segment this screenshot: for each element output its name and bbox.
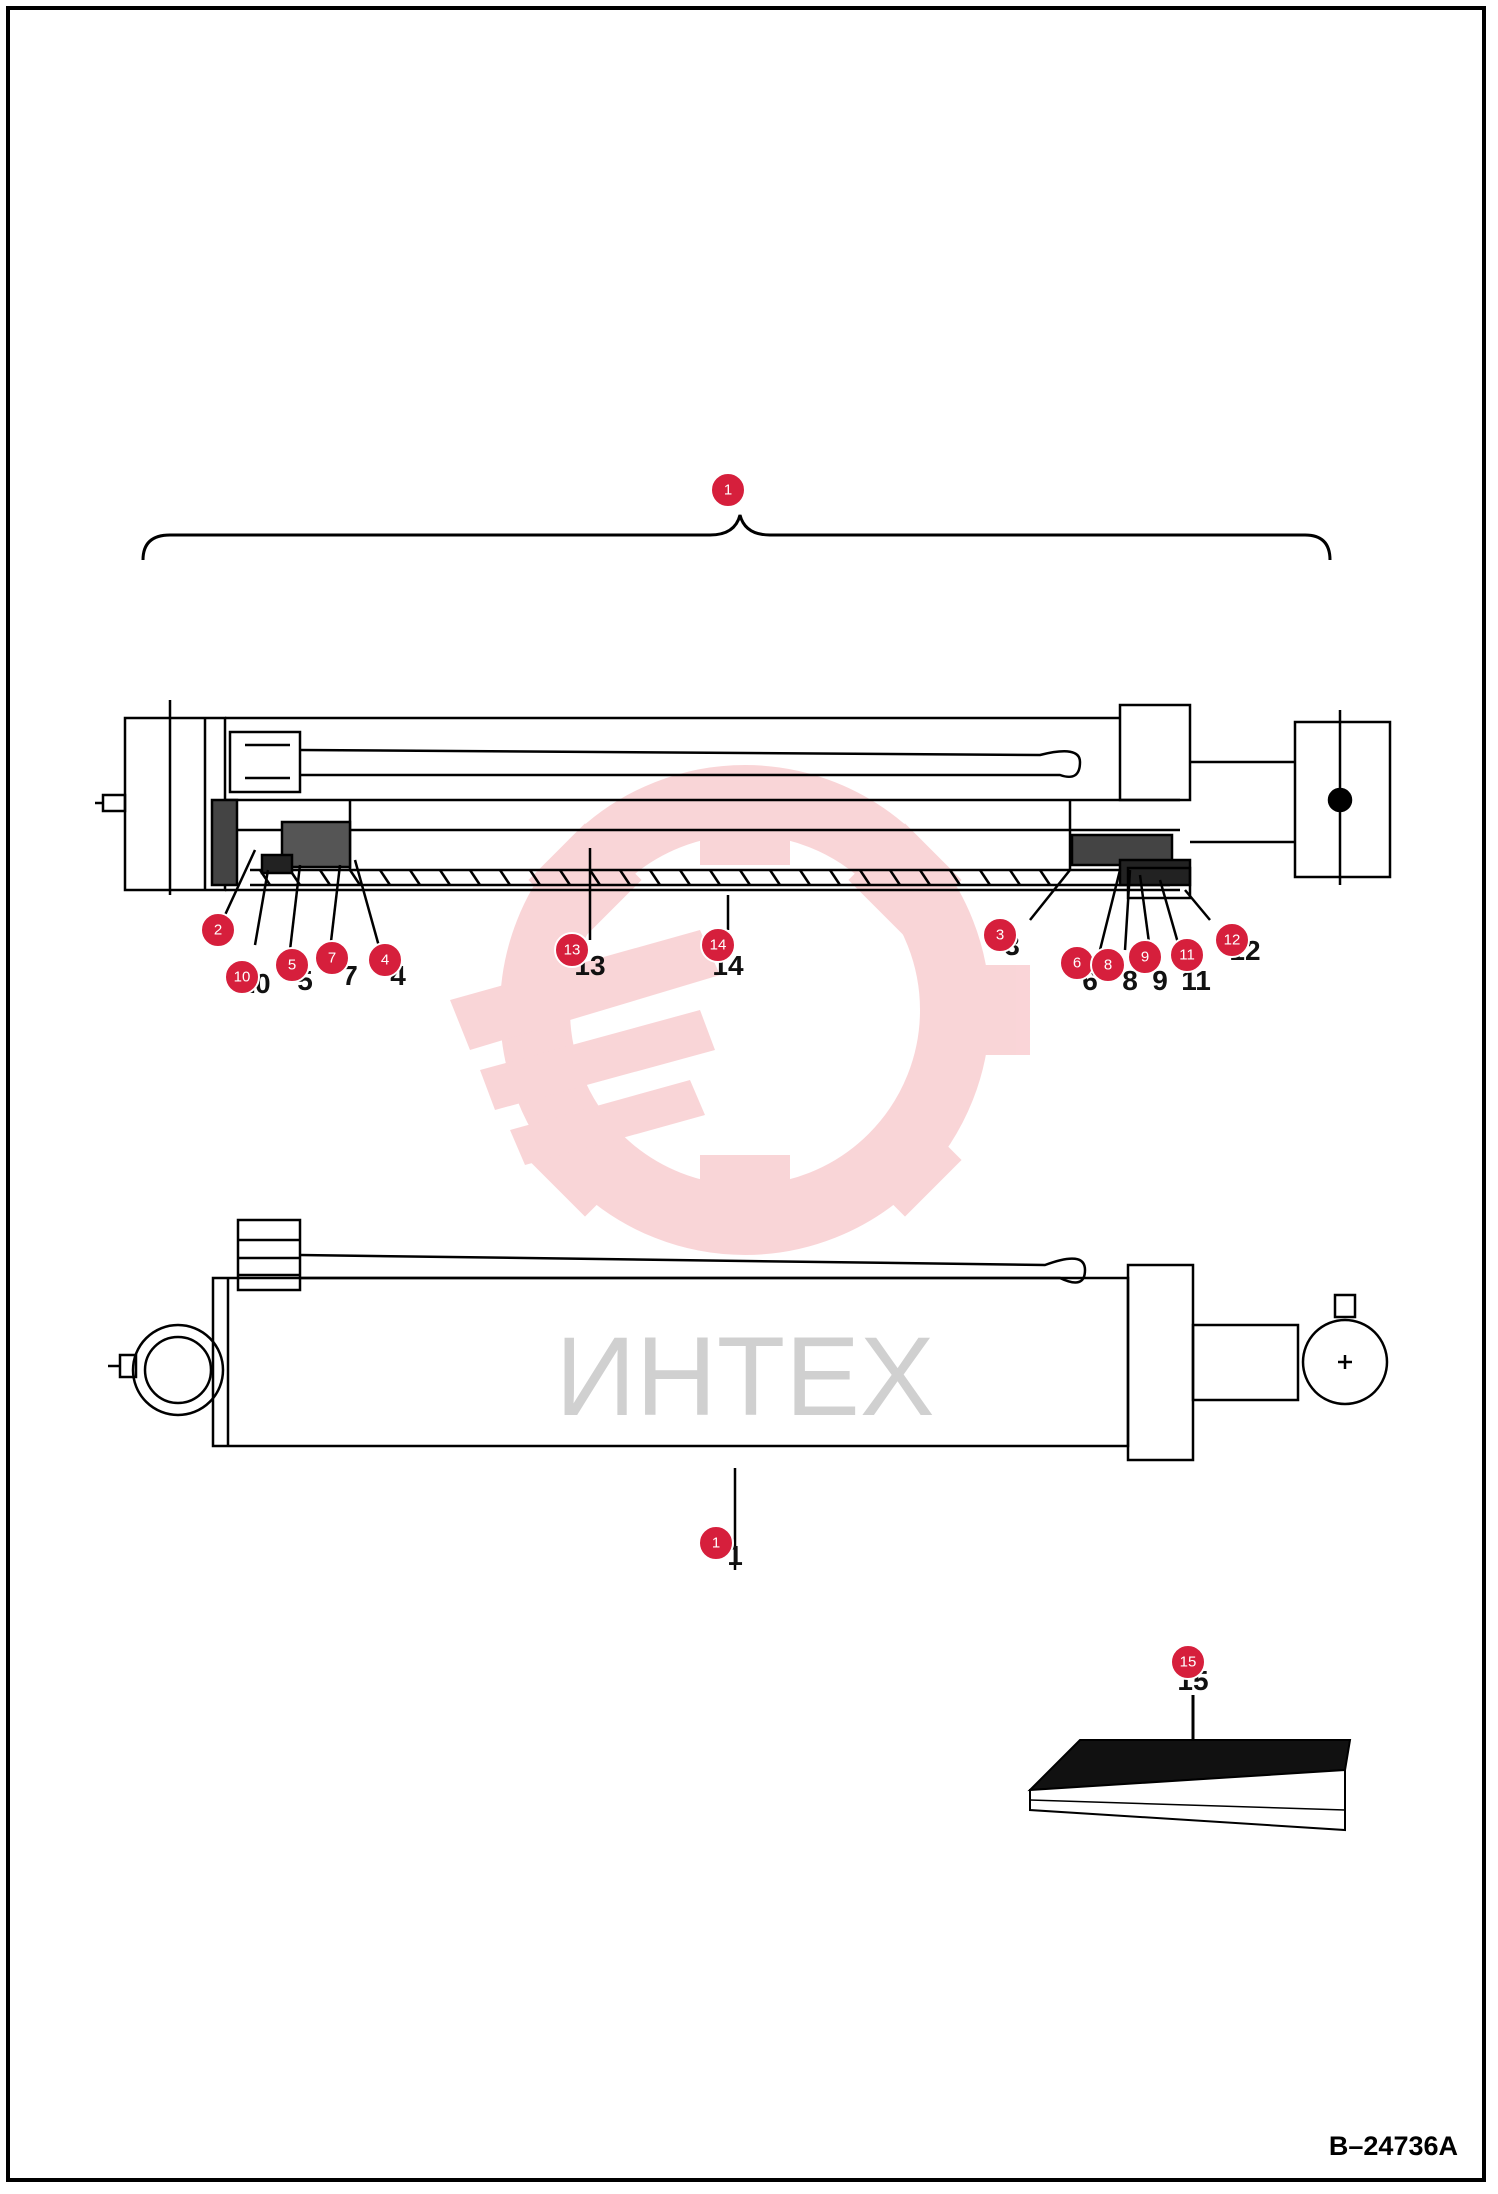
- callout-13[interactable]: 13: [554, 932, 590, 968]
- svg-text:2: 2: [214, 922, 222, 939]
- callout-9[interactable]: 9: [1127, 939, 1163, 975]
- assembly-brace: [141, 514, 1332, 561]
- page-border: [6, 6, 1486, 2182]
- seal-kit-drawing: [535, 1695, 1352, 1832]
- svg-text:11: 11: [1179, 947, 1195, 964]
- svg-text:8: 8: [1104, 957, 1112, 974]
- svg-text:3: 3: [996, 927, 1004, 944]
- watermark-logo: [450, 765, 1030, 1255]
- svg-text:4: 4: [381, 952, 389, 969]
- cylinder-section-view: [95, 700, 1392, 951]
- callout-1-bottom[interactable]: 1: [698, 1525, 734, 1561]
- callout-11[interactable]: 11: [1169, 937, 1205, 973]
- callout-10[interactable]: 10: [224, 959, 260, 995]
- printed-label-8: 8: [1122, 965, 1138, 996]
- svg-text:1: 1: [724, 482, 732, 499]
- svg-text:7: 7: [328, 950, 336, 967]
- callout-7[interactable]: 7: [314, 940, 350, 976]
- svg-text:1: 1: [712, 1535, 720, 1552]
- svg-text:9: 9: [1141, 949, 1149, 966]
- svg-text:12: 12: [1224, 932, 1241, 949]
- callout-1-top[interactable]: 1: [710, 472, 746, 508]
- svg-text:13: 13: [564, 942, 581, 959]
- callout-12[interactable]: 12: [1214, 922, 1250, 958]
- callout-4[interactable]: 4: [367, 942, 403, 978]
- cylinder-external-view: [108, 1218, 1389, 1570]
- svg-text:6: 6: [1073, 955, 1081, 972]
- drawing-number: B–24736A: [1328, 2131, 1458, 2161]
- callout-8[interactable]: 8: [1090, 947, 1126, 983]
- svg-text:15: 15: [1180, 1654, 1197, 1671]
- callout-6[interactable]: 6: [1059, 945, 1095, 981]
- svg-text:14: 14: [710, 937, 727, 954]
- callout-3[interactable]: 3: [982, 917, 1018, 953]
- watermark-text: ИНТЕХ: [555, 1314, 934, 1439]
- printed-label-9: 9: [1152, 965, 1168, 996]
- svg-text:10: 10: [234, 969, 251, 986]
- callout-2[interactable]: 2: [200, 912, 236, 948]
- callout-5[interactable]: 5: [274, 947, 310, 983]
- svg-text:5: 5: [288, 957, 296, 974]
- callout-15[interactable]: 15: [1170, 1644, 1206, 1680]
- callout-14[interactable]: 14: [700, 927, 736, 963]
